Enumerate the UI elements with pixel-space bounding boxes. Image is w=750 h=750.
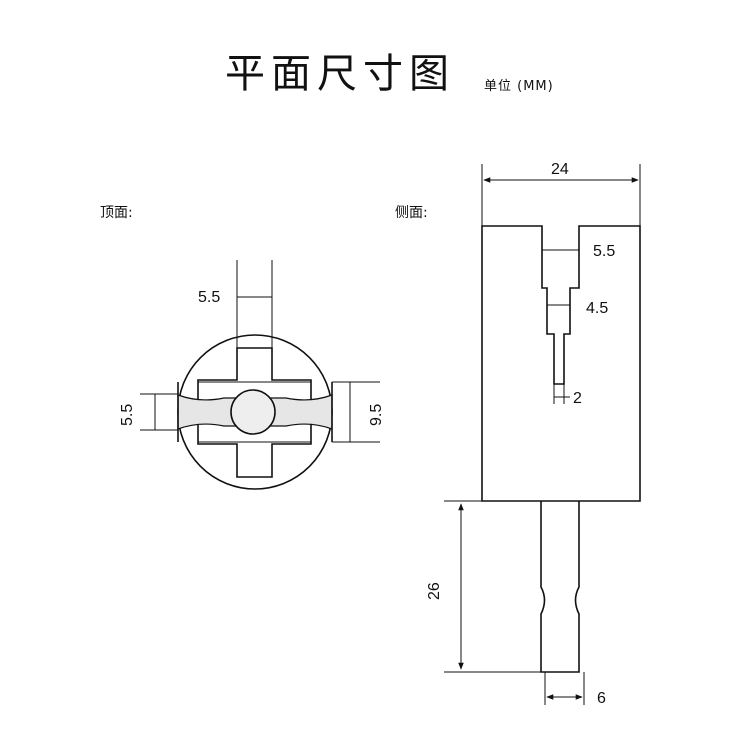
dim-side-width: 24 — [551, 161, 569, 178]
dim-side-slot-top: 5.5 — [593, 243, 615, 260]
page-title: 平面尺寸图 — [225, 51, 455, 97]
side-view-label: 侧面: — [395, 205, 428, 221]
top-view — [140, 260, 380, 490]
dim-side-pin-width: 6 — [597, 690, 606, 707]
top-view-center-ball — [230, 389, 276, 435]
dim-side-pin-length: 26 — [426, 582, 443, 600]
side-view-body — [481, 225, 641, 502]
top-view-cross-slot — [197, 347, 312, 478]
side-view-pin — [540, 501, 580, 673]
unit-label: 单位 (MM) — [484, 79, 554, 94]
side-view — [444, 164, 641, 705]
dim-side-slot-bottom: 2 — [573, 390, 582, 407]
dim-side-slot-mid: 4.5 — [586, 300, 608, 317]
dim-top-view-top: 5.5 — [198, 289, 220, 306]
top-view-label: 顶面: — [100, 205, 133, 221]
dim-top-view-left: 5.5 — [119, 404, 136, 426]
dim-top-view-right: 9.5 — [368, 404, 385, 426]
